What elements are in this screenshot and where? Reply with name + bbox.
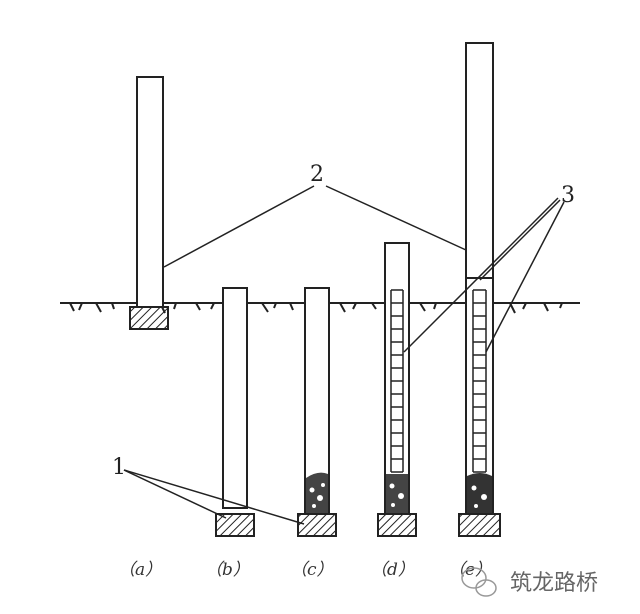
base-block-c — [297, 513, 337, 537]
watermark: 筑龙路桥 — [461, 567, 598, 597]
rebar-cage-d — [390, 289, 404, 473]
callout-1: 1 — [112, 455, 126, 480]
caption-b: （b） — [205, 560, 250, 580]
concrete-fill-d — [386, 474, 408, 513]
base-block-a — [129, 306, 169, 330]
base-block-d — [377, 513, 417, 537]
base-block-b — [215, 513, 255, 537]
pile-d — [377, 242, 417, 537]
concrete-fill-c — [306, 472, 328, 513]
pile-e — [458, 42, 501, 537]
caption-a: （a） — [118, 560, 162, 580]
rebar-cage-e — [472, 289, 487, 473]
watermark-text: 筑龙路桥 — [510, 571, 598, 596]
callout-2: 2 — [310, 162, 324, 187]
base-block-e — [458, 513, 501, 537]
caption-c: （c） — [290, 560, 334, 580]
wechat-icon — [461, 567, 497, 597]
pile-c — [297, 287, 337, 537]
concrete-fill-e — [467, 473, 492, 513]
caption-e: （e） — [448, 560, 492, 580]
pile-b — [215, 287, 255, 537]
caption-d: （d） — [370, 560, 415, 580]
leader-lines — [123, 185, 565, 525]
callout-3: 3 — [561, 183, 575, 208]
pile-a — [129, 76, 169, 330]
